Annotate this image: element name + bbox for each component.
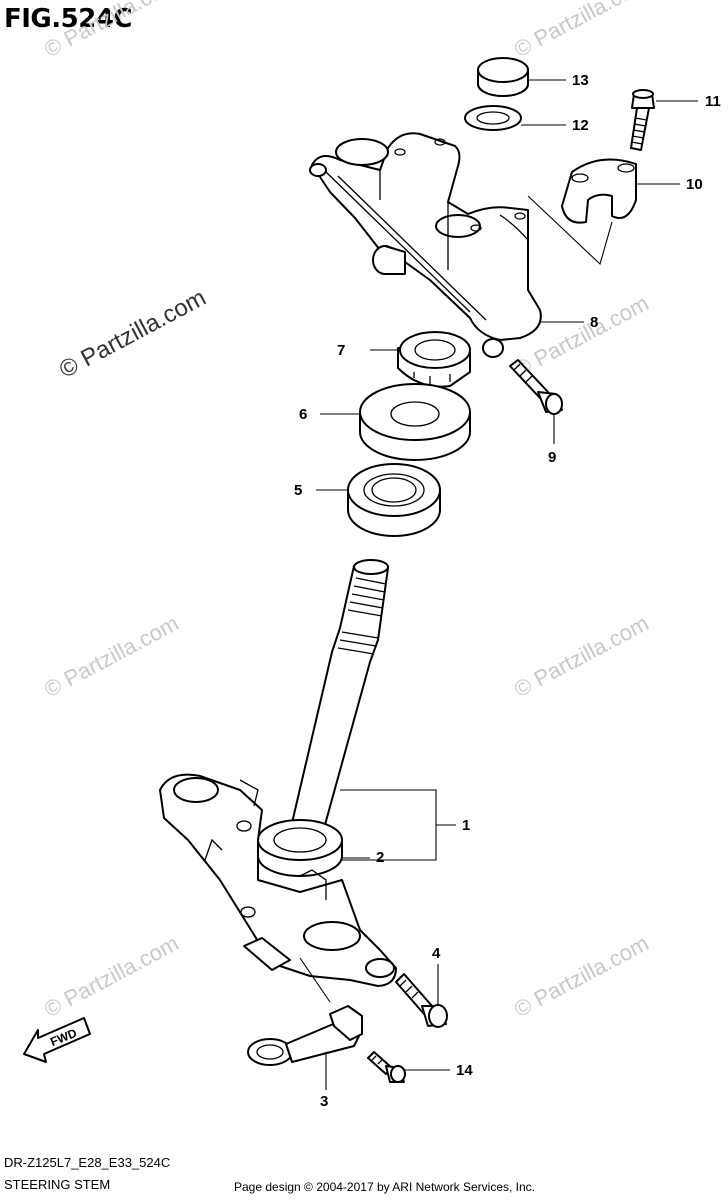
part-13-cap[interactable] bbox=[477, 57, 529, 97]
callout-6: 6 bbox=[299, 406, 307, 423]
leader-lines bbox=[316, 79, 698, 1090]
callout-13: 13 bbox=[572, 72, 589, 89]
assembly-lines bbox=[299, 195, 613, 1003]
callout-7: 7 bbox=[337, 342, 345, 359]
lower-bracket[interactable] bbox=[159, 773, 397, 987]
part-9-bolt[interactable] bbox=[509, 359, 563, 415]
part-10-handlebar-clamp[interactable] bbox=[561, 158, 637, 224]
section-name: STEERING STEM bbox=[4, 1177, 111, 1192]
callout-12: 12 bbox=[572, 117, 589, 134]
callout-11: 11 bbox=[705, 93, 721, 110]
callout-8: 8 bbox=[590, 314, 598, 331]
fwd-arrow-icon: FWD bbox=[23, 1017, 91, 1063]
part-14-bolt[interactable] bbox=[367, 1051, 406, 1083]
part-1-steering-stem[interactable] bbox=[287, 559, 389, 851]
part-7-steering-nut[interactable] bbox=[397, 331, 471, 388]
callout-3: 3 bbox=[320, 1093, 328, 1110]
callout-2: 2 bbox=[376, 849, 384, 866]
part-8-upper-bracket[interactable] bbox=[309, 132, 542, 358]
callout-10: 10 bbox=[686, 176, 703, 193]
part-11-bolt[interactable] bbox=[630, 89, 655, 151]
part-12-washer[interactable] bbox=[464, 105, 522, 131]
callout-4: 4 bbox=[432, 945, 441, 962]
part-2-lower-bearing[interactable] bbox=[257, 819, 343, 877]
callout-1: 1 bbox=[462, 817, 470, 834]
callout-9: 9 bbox=[548, 449, 556, 466]
figure-title: FIG.524C bbox=[4, 4, 133, 34]
page-credit: Page design © 2004-2017 by ARI Network S… bbox=[234, 1180, 536, 1194]
part-6-dust-seal[interactable] bbox=[359, 383, 471, 461]
part-3-hose-guide[interactable] bbox=[247, 1005, 363, 1066]
callout-14: 14 bbox=[456, 1062, 473, 1079]
diagram-code: DR-Z125L7_E28_E33_524C bbox=[4, 1155, 171, 1170]
callout-5: 5 bbox=[294, 482, 302, 499]
part-4-bolt[interactable] bbox=[395, 973, 448, 1028]
part-5-bearing[interactable] bbox=[347, 463, 441, 537]
